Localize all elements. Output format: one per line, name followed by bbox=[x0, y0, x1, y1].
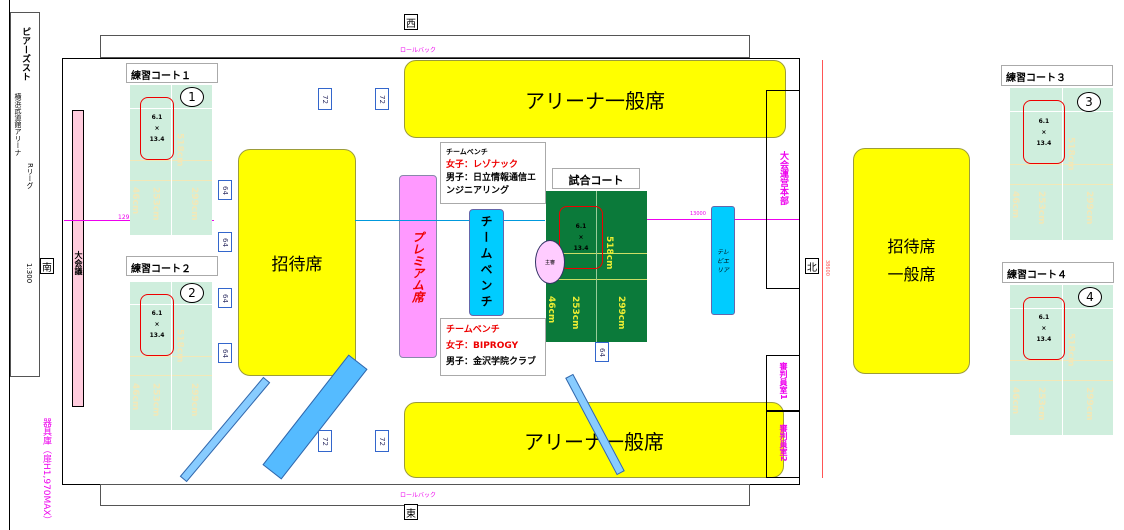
table-72: 72 bbox=[318, 88, 332, 110]
tv-area: テレビエリア bbox=[711, 206, 735, 315]
table-72: 72 bbox=[375, 430, 389, 452]
arena-general-seats-top: アリーナ一般席 bbox=[404, 60, 786, 138]
table-64: 64 bbox=[218, 232, 232, 252]
dim-129: 129 bbox=[118, 214, 130, 221]
dimension-line bbox=[822, 60, 823, 478]
meeting-room: 大会議 bbox=[72, 110, 84, 407]
headquarters-room: 大会運営本部 bbox=[766, 90, 800, 289]
court-size-frame: 6.1×13.4 bbox=[140, 293, 174, 356]
practice-court-1-label: 練習コート１ bbox=[126, 63, 218, 83]
court-size-frame: 6.1×13.4 bbox=[1022, 100, 1066, 164]
invited-general-seats: 招待席一般席 bbox=[853, 148, 970, 374]
direction-west: 西 bbox=[404, 14, 418, 30]
court-number-2: 2 bbox=[180, 283, 204, 303]
referee-room-1: 審判員室1 bbox=[766, 355, 800, 411]
team-bench: チームベンチ bbox=[469, 209, 504, 316]
venue-name: 横浜武道館アリーナ bbox=[14, 93, 22, 156]
table-72: 72 bbox=[375, 88, 389, 110]
practice-court-3: 6.1×13.4 518cm 46cm 253cm 299cm bbox=[1010, 88, 1113, 240]
scale: 1:300 bbox=[25, 263, 33, 284]
court-number-3: 3 bbox=[1077, 92, 1101, 112]
title-block: ピアーズスト 横浜武道館アリーナ Rリーグ 1:300 bbox=[10, 12, 40, 377]
left-border bbox=[9, 0, 10, 530]
rollback-top bbox=[100, 35, 750, 58]
team-bench-info-top: チームベンチ 女子：レゾナック 男子：日立情報通信エンジニアリング bbox=[440, 142, 546, 204]
table-64: 64 bbox=[218, 343, 232, 363]
court-number-4: 4 bbox=[1078, 287, 1102, 307]
practice-court-2-label: 練習コート２ bbox=[126, 256, 218, 276]
table-64: 64 bbox=[595, 342, 609, 362]
practice-court-4: 6.1×13.4 518cm 46cm 253cm 299cm bbox=[1010, 285, 1113, 435]
practice-court-4-label: 練習コート４ bbox=[1002, 262, 1114, 283]
company-name: ピアーズスト bbox=[20, 27, 30, 81]
direction-east: 東 bbox=[404, 504, 418, 520]
event-name: Rリーグ bbox=[26, 163, 34, 189]
match-court-label: 試合コート bbox=[552, 168, 640, 189]
direction-north: 北 bbox=[805, 258, 819, 274]
referee-area: 主審 bbox=[535, 240, 565, 284]
storage-label: 器具庫（扉H1,970MAX） bbox=[41, 418, 51, 525]
invited-seats: 招待席 bbox=[238, 149, 356, 376]
dim-13000: 13000 bbox=[690, 211, 706, 217]
referee-room-2: 審判員室2 bbox=[766, 411, 800, 478]
blue-line bbox=[355, 220, 545, 221]
rollback-label-bottom: ロールバック bbox=[400, 492, 437, 499]
rollback-label-top: ロールバック bbox=[400, 47, 437, 54]
practice-court-2: 6.1×13.4 518cm 46cm 253cm 299cm bbox=[130, 282, 212, 430]
court-number-1: 1 bbox=[180, 87, 204, 107]
practice-court-3-label: 練習コート３ bbox=[1001, 65, 1113, 86]
direction-south: 南 bbox=[40, 258, 54, 274]
table-64: 64 bbox=[218, 180, 232, 200]
court-size-frame: 6.1×13.4 bbox=[140, 97, 174, 160]
premium-seats: プレミアム席 bbox=[399, 175, 437, 358]
table-72: 72 bbox=[318, 430, 332, 452]
rollback-bottom bbox=[100, 484, 750, 506]
table-64: 64 bbox=[218, 288, 232, 308]
court-size-frame: 6.1×13.4 bbox=[1022, 297, 1066, 360]
dimension-width: 38600 bbox=[824, 260, 830, 276]
practice-court-1: 6.1×13.4 518cm 46cm 253cm 299cm bbox=[130, 85, 212, 235]
team-bench-info-bottom: チームベンチ 女子：BIPROGY 男子：金沢学院クラブ bbox=[440, 318, 546, 376]
